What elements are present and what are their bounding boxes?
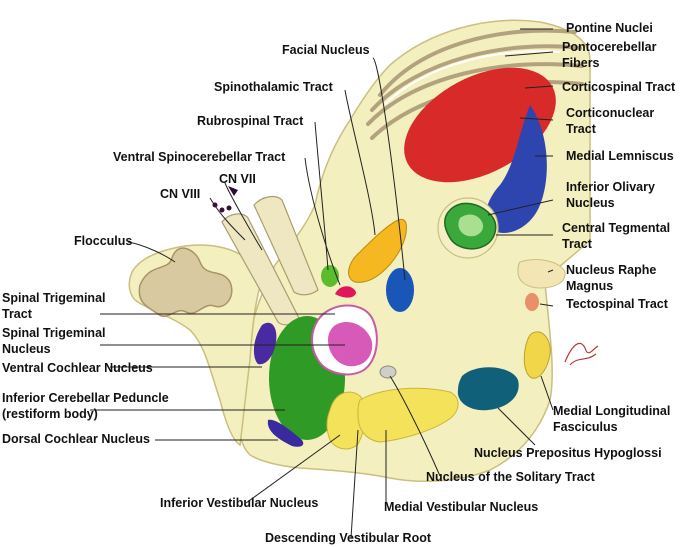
dorsal-cochlear-nucleus	[267, 419, 304, 447]
label-nucleus-raphe-magnus-line2: Magnus	[566, 279, 614, 293]
leader-lines	[90, 28, 554, 539]
label-nucleus-prepositus-hypoglossi: Nucleus Prepositus Hypoglossi	[474, 446, 662, 460]
label-medial-lemniscus: Medial Lemniscus	[566, 149, 674, 163]
label-inferior-cerebellar-peduncle-line2: (restiform body)	[2, 407, 98, 421]
label-descending-vestibular-root: Descending Vestibular Root	[265, 531, 432, 545]
label-central-tegmental-tract-line2: Tract	[562, 237, 592, 251]
label-pontine-nuclei: Pontine Nuclei	[566, 21, 653, 35]
flocculus-folia	[138, 247, 233, 317]
ventral-spinocerebellar-tract	[335, 286, 356, 298]
medial-lemniscus	[485, 105, 547, 233]
label-inferior-vestibular-nucleus: Inferior Vestibular Nucleus	[160, 496, 319, 510]
label-rubrospinal-tract: Rubrospinal Tract	[197, 114, 304, 128]
label-inferior-cerebellar-peduncle-line1: Inferior Cerebellar Peduncle	[2, 391, 169, 405]
spinal-trigeminal-nucleus	[328, 321, 373, 367]
solitary-tract	[379, 365, 397, 379]
label-ventral-spinocerebellar-tract: Ventral Spinocerebellar Tract	[113, 150, 286, 164]
label-corticonuclear-tract-line1: Corticonuclear	[566, 106, 655, 120]
nucleus-raphe-magnus	[517, 259, 566, 289]
olive-core	[458, 214, 484, 237]
cn-viii-dots	[212, 202, 232, 213]
label-tectospinal-tract: Tectospinal Tract	[566, 297, 668, 311]
label-flocculus: Flocculus	[74, 234, 133, 248]
label-dorsal-cochlear-nucleus: Dorsal Cochlear Nucleus	[2, 432, 150, 446]
label-spinothalamic-tract: Spinothalamic Tract	[214, 80, 333, 94]
artist-signature	[564, 342, 599, 366]
label-spinal-trigeminal-tract-line1: Spinal Trigeminal	[2, 291, 106, 305]
label-medial-vestibular-nucleus: Medial Vestibular Nucleus	[384, 500, 539, 514]
label-medial-longitudinal-fasciculus-line1: Medial Longitudinal	[553, 404, 671, 418]
label-ventral-cochlear-nucleus: Ventral Cochlear Nucleus	[2, 361, 153, 375]
label-spinal-trigeminal-nucleus-line1: Spinal Trigeminal	[2, 326, 106, 340]
label-cn-vii: CN VII	[219, 172, 256, 186]
label-inferior-olivary-nucleus-line2: Nucleus	[566, 196, 615, 210]
label-pontocerebellar-fibers-line1: Pontocerebellar	[562, 40, 657, 54]
label-nucleus-raphe-magnus-line1: Nucleus Raphe	[566, 263, 657, 277]
tectospinal-tract	[525, 293, 539, 311]
label-spinal-trigeminal-tract-line2: Tract	[2, 307, 32, 321]
label-central-tegmental-tract-line1: Central Tegmental	[562, 221, 671, 235]
label-pontocerebellar-fibers-line2: Fibers	[562, 56, 600, 70]
nucleus-prepositus-hypoglossi	[457, 367, 519, 411]
cn-vii-arrowhead	[228, 186, 238, 196]
label-nucleus-solitary-tract: Nucleus of the Solitary Tract	[426, 470, 595, 484]
label-inferior-olivary-nucleus-line1: Inferior Olivary	[566, 180, 655, 194]
label-spinal-trigeminal-nucleus-line2: Nucleus	[2, 342, 51, 356]
label-corticonuclear-tract-line2: Tract	[566, 122, 596, 136]
label-medial-longitudinal-fasciculus-line2: Fasciculus	[553, 420, 618, 434]
label-facial-nucleus: Facial Nucleus	[282, 43, 370, 57]
spinothalamic-tract	[348, 218, 407, 283]
ventral-cochlear-nucleus	[253, 322, 277, 365]
medial-longitudinal-fasciculus	[523, 331, 551, 379]
vestibular-nuclei	[326, 387, 459, 450]
label-corticospinal-tract: Corticospinal Tract	[562, 80, 676, 94]
facial-nucleus	[386, 268, 414, 312]
fiber-highlight	[384, 50, 561, 105]
label-cn-viii: CN VIII	[160, 187, 201, 201]
